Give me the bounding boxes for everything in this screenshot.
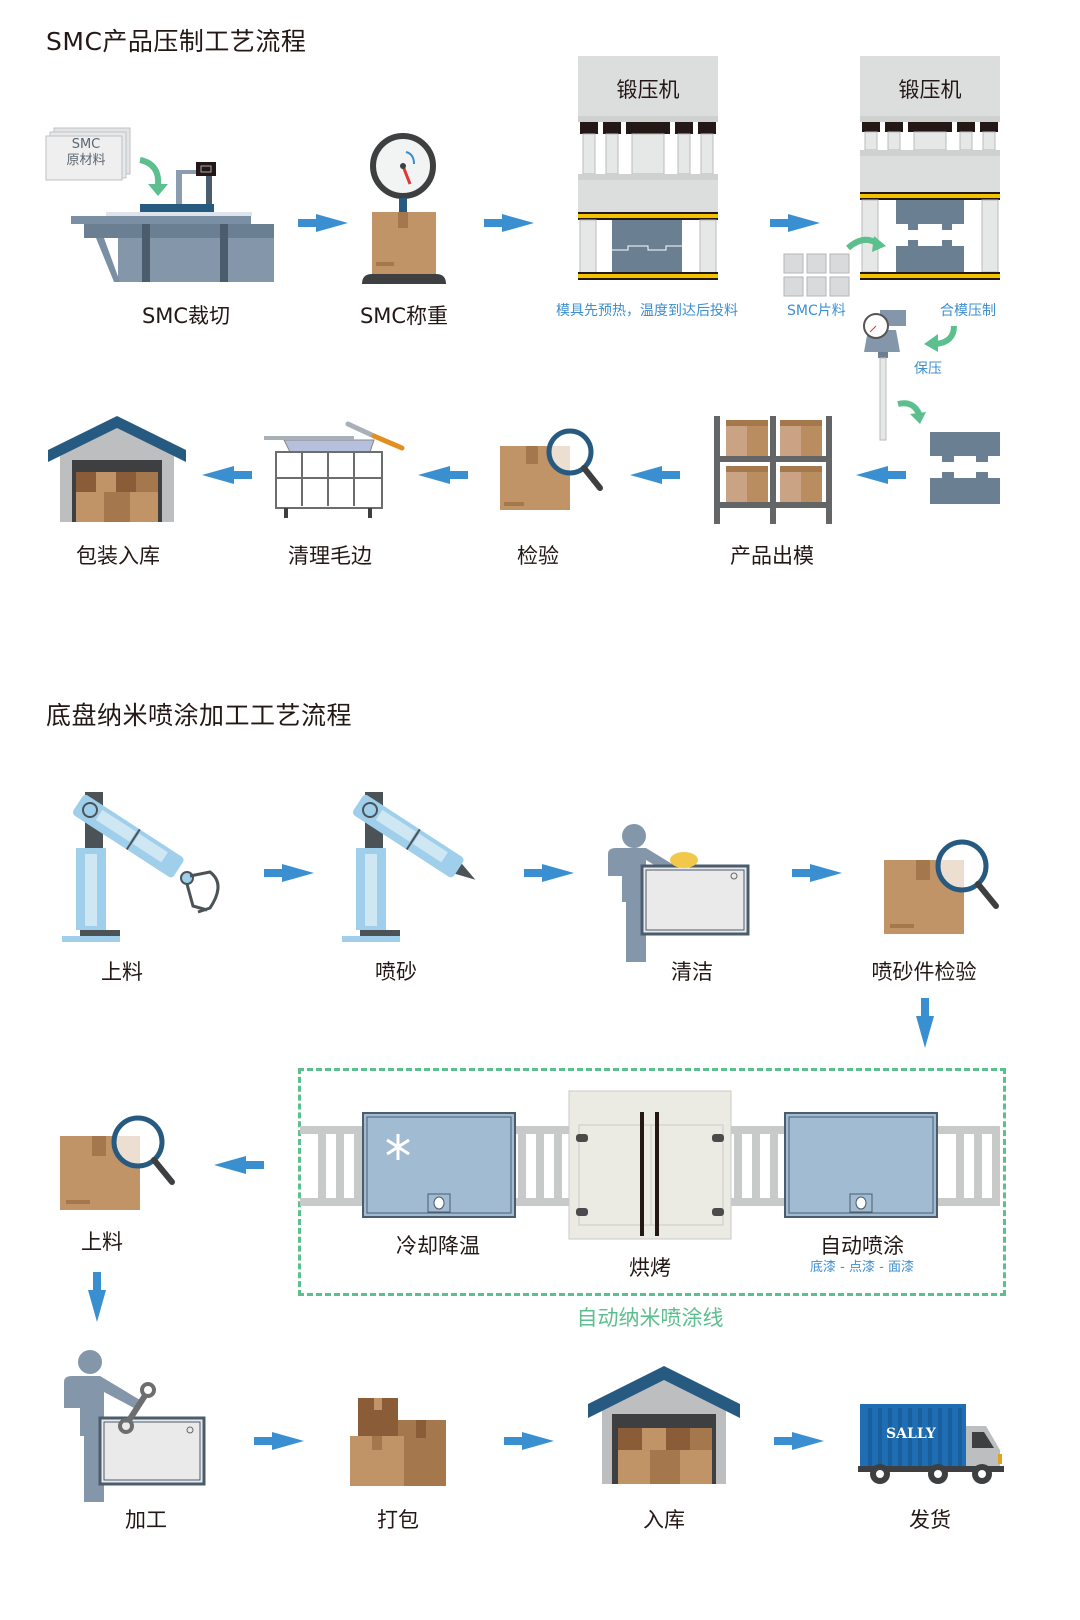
press-label-2: 锻压机: [898, 78, 962, 102]
packing-boxes-icon: [350, 1398, 446, 1486]
robot-arm-sandblast-icon: [342, 792, 476, 942]
press-label-1: 锻压机: [616, 78, 680, 102]
arrow-right-icon: [264, 864, 314, 882]
arrow-left-icon: [856, 466, 906, 484]
auto-spray-chamber-icon: [784, 1112, 938, 1218]
pressure-gauge-icon: [863, 310, 906, 441]
weighing-scale-icon: [362, 133, 446, 284]
snowflake-icon: [386, 1134, 410, 1160]
arrow-down-icon: [88, 1272, 106, 1322]
hold-pressure-caption: 保压: [914, 361, 942, 377]
step-sandblast-inspect: 喷砂件检验: [871, 960, 977, 984]
step-shipping: 发货: [909, 1508, 951, 1532]
step-packing: 打包: [377, 1508, 419, 1532]
arrow-right-icon: [298, 214, 348, 232]
mold-press-caption: 合模压制: [940, 303, 996, 319]
raw-material-tag-line2: 原材料: [66, 153, 106, 168]
arrow-right-icon: [504, 1432, 554, 1450]
arrow-left-icon: [202, 466, 252, 484]
curved-green-arrow-icon: [924, 325, 957, 352]
arrow-left-icon: [418, 466, 468, 484]
arrow-right-icon: [524, 864, 574, 882]
arrow-right-icon: [792, 864, 842, 882]
section1-title: SMC产品压制工艺流程: [46, 27, 307, 56]
step-deburr: 清理毛边: [288, 544, 372, 568]
step-smc-weighing: SMC称重: [359, 304, 449, 328]
auto-spray-line-box: [298, 1068, 1006, 1296]
cutting-machine-icon: [45, 127, 274, 282]
step-pack-store: 包装入库: [76, 544, 160, 568]
open-mold-icon: [930, 432, 1000, 504]
step-inspection: 检验: [517, 544, 559, 568]
inspection-icon: [60, 1115, 175, 1210]
curved-green-arrow-icon: [897, 400, 926, 424]
curved-green-arrow-icon: [846, 236, 886, 252]
step-auto-spray: 自动喷涂: [820, 1234, 904, 1258]
step-baking: 烘烤: [629, 1256, 671, 1280]
arrow-down-icon: [916, 998, 934, 1048]
raw-material-tag-line1: SMC: [71, 137, 101, 152]
step-storage: 入库: [643, 1508, 685, 1532]
robot-arm-gripper-icon: [62, 792, 220, 942]
forging-press-closed-icon: [860, 56, 1000, 280]
forging-press-icon: [578, 56, 718, 280]
worker-cleaning-icon: [608, 824, 750, 962]
step-cooling: 冷却降温: [396, 1234, 480, 1258]
warehouse-icon: [588, 1366, 740, 1484]
step-demold: 产品出模: [730, 544, 814, 568]
step-machining: 加工: [125, 1508, 167, 1532]
cooling-chamber-icon: [362, 1112, 516, 1218]
step-smc-cutting: SMC裁切: [141, 304, 231, 328]
truck-brand: SALLY: [886, 1426, 936, 1442]
step-load-2: 上料: [81, 1230, 123, 1254]
smc-sheet-caption: SMC片料: [787, 303, 846, 319]
warehouse-icon: [48, 416, 186, 522]
step-clean: 清洁: [671, 960, 713, 984]
arrow-right-icon: [774, 1432, 824, 1450]
arrow-right-icon: [254, 1432, 304, 1450]
deburr-table-icon: [264, 421, 405, 518]
auto-spray-sub: 底漆 - 点漆 - 面漆: [810, 1260, 914, 1275]
auto-spray-line-label: 自动纳米喷涂线: [576, 1306, 724, 1330]
oven-icon: [568, 1090, 732, 1240]
arrow-left-icon: [214, 1156, 264, 1174]
inspection-icon: [500, 428, 603, 510]
delivery-truck-icon: [858, 1404, 1004, 1484]
smc-sheets-icon: [783, 253, 850, 297]
arrow-left-icon: [630, 466, 680, 484]
inspection-icon: [884, 839, 999, 934]
storage-rack-icon: [714, 416, 832, 524]
raw-material-tag: [45, 127, 131, 181]
arrow-right-icon: [484, 214, 534, 232]
step-load-1: 上料: [101, 960, 143, 984]
step-sandblast: 喷砂: [375, 960, 417, 984]
arrow-right-icon: [770, 214, 820, 232]
section2-title: 底盘纳米喷涂加工工艺流程: [46, 701, 353, 730]
worker-machining-icon: [64, 1350, 206, 1502]
press-preheat-caption: 模具先预热，温度到达后投料: [556, 303, 738, 319]
